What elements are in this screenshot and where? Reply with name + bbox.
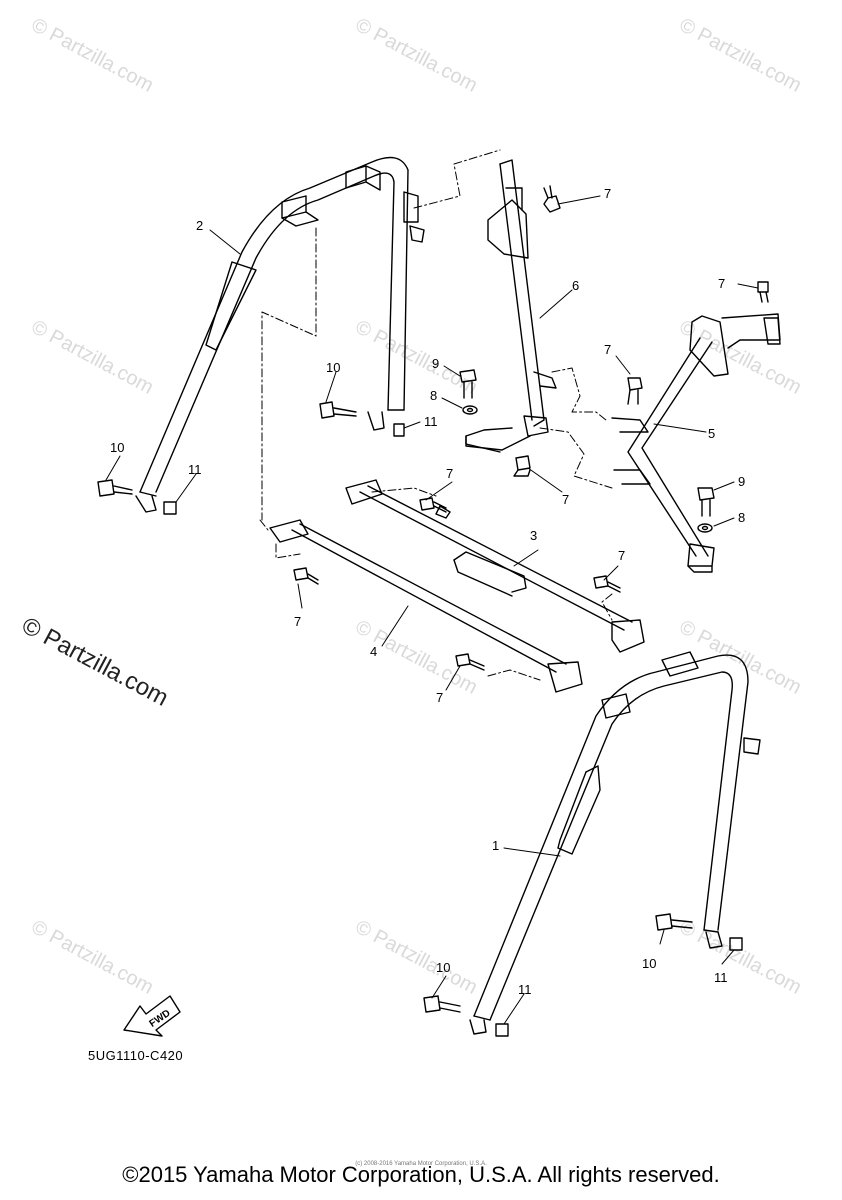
side-brace-left (465, 159, 613, 489)
part-label-11: 11 (714, 970, 728, 985)
part-label-3: 3 (530, 528, 537, 543)
part-label-7: 7 (562, 492, 569, 507)
rops-hoop-front (469, 651, 761, 1035)
part-label-11: 11 (518, 982, 532, 997)
rops-hoop-rear (135, 149, 501, 521)
cross-bar-upper (345, 479, 645, 653)
small-copyright: (c) 2008-2016 Yamaha Motor Corporation, … (355, 1161, 487, 1167)
part-label-7: 7 (436, 690, 443, 705)
part-label-7: 7 (604, 186, 611, 201)
cross-bar-lower (259, 519, 583, 693)
diagram-code: 5UG1110-C420 (88, 1048, 184, 1063)
part-label-11: 11 (424, 414, 438, 429)
part-label-4: 4 (370, 644, 377, 659)
part-label-10: 10 (326, 360, 340, 375)
part-label-7: 7 (718, 276, 725, 291)
part-labels: 2 7 6 7 7 9 10 8 11 5 10 11 7 9 7 8 3 7 … (110, 186, 745, 997)
side-brace-right (611, 313, 781, 573)
part-label-9: 9 (432, 356, 439, 371)
part-label-7: 7 (294, 614, 301, 629)
part-label-7: 7 (604, 342, 611, 357)
part-label-7: 7 (446, 466, 453, 481)
part-label-7: 7 (618, 548, 625, 563)
part-label-5: 5 (708, 426, 715, 441)
fwd-arrow-icon (123, 995, 181, 1037)
part-label-6: 6 (572, 278, 579, 293)
part-label-8: 8 (738, 510, 745, 525)
part-label-2: 2 (196, 218, 203, 233)
part-label-11: 11 (188, 462, 202, 477)
washer-nut-group (163, 405, 743, 1037)
part-label-9: 9 (738, 474, 745, 489)
bolt-group (97, 185, 769, 1013)
part-label-10: 10 (436, 960, 450, 975)
leader-lines (105, 195, 759, 1025)
part-label-1: 1 (492, 838, 499, 853)
part-label-10: 10 (642, 956, 656, 971)
part-label-10: 10 (110, 440, 124, 455)
copyright-notice: ©2015 Yamaha Motor Corporation, U.S.A. A… (122, 1162, 720, 1187)
part-label-8: 8 (430, 388, 437, 403)
